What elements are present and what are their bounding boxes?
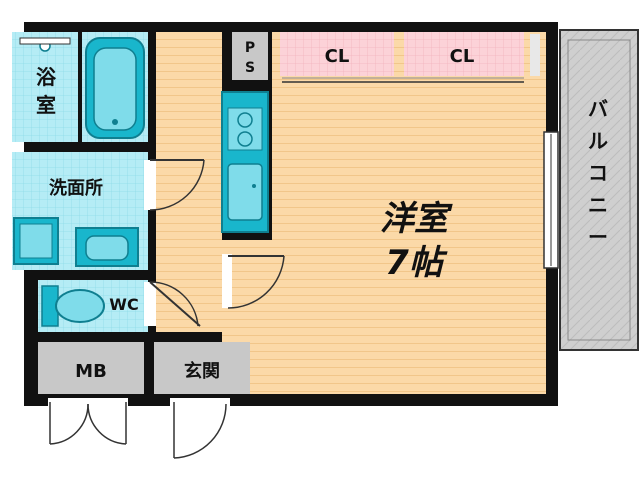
closet-pillar (530, 34, 540, 76)
meter-box-label: MB (75, 361, 107, 382)
washroom-label: 洗面所 (49, 177, 103, 199)
closet-left (280, 32, 394, 76)
western-room-label-line1: 洋室 (380, 199, 453, 239)
pipe-space-label-line1: P (245, 40, 255, 56)
bath-label-line2: 室 (36, 93, 56, 117)
balcony (559, 29, 639, 351)
closet-right (404, 32, 524, 76)
meter-box-doors (48, 398, 128, 445)
wash-basin-icon (75, 227, 139, 267)
bath-shelf (19, 37, 71, 45)
bathtub (85, 37, 145, 139)
balcony-label-1: バ (588, 97, 608, 121)
washing-machine-icon (13, 217, 59, 265)
room-door (222, 254, 285, 309)
washroom-door (144, 159, 205, 211)
balcony-label-5: ー (588, 225, 608, 249)
entrance-area (154, 342, 250, 394)
closet-left-label: CL (325, 46, 350, 67)
balcony-window (543, 131, 559, 269)
toilet-label: WC (109, 295, 138, 314)
western-room-label-line2: 7帖 (385, 243, 448, 283)
kitchen-sink-icon (227, 163, 263, 221)
pipe-space (232, 32, 268, 80)
bath-label-line1: 浴 (36, 65, 57, 89)
balcony-label-3: コ (588, 161, 608, 185)
meter-box-area (38, 342, 144, 394)
toilet-door (144, 281, 201, 327)
balcony-label-2: ル (588, 129, 608, 153)
entrance-label: 玄関 (184, 360, 220, 382)
closet-right-label: CL (450, 46, 475, 67)
pipe-space-label-line2: S (245, 60, 255, 76)
stove-icon (227, 107, 263, 151)
entrance-door (170, 398, 230, 459)
toilet-icon (41, 285, 105, 327)
western-room-floor (272, 32, 546, 394)
closet-doors (282, 77, 524, 83)
corridor-floor (156, 32, 222, 332)
balcony-label-4: ニ (588, 193, 608, 217)
corridor-floor-step (156, 322, 256, 332)
